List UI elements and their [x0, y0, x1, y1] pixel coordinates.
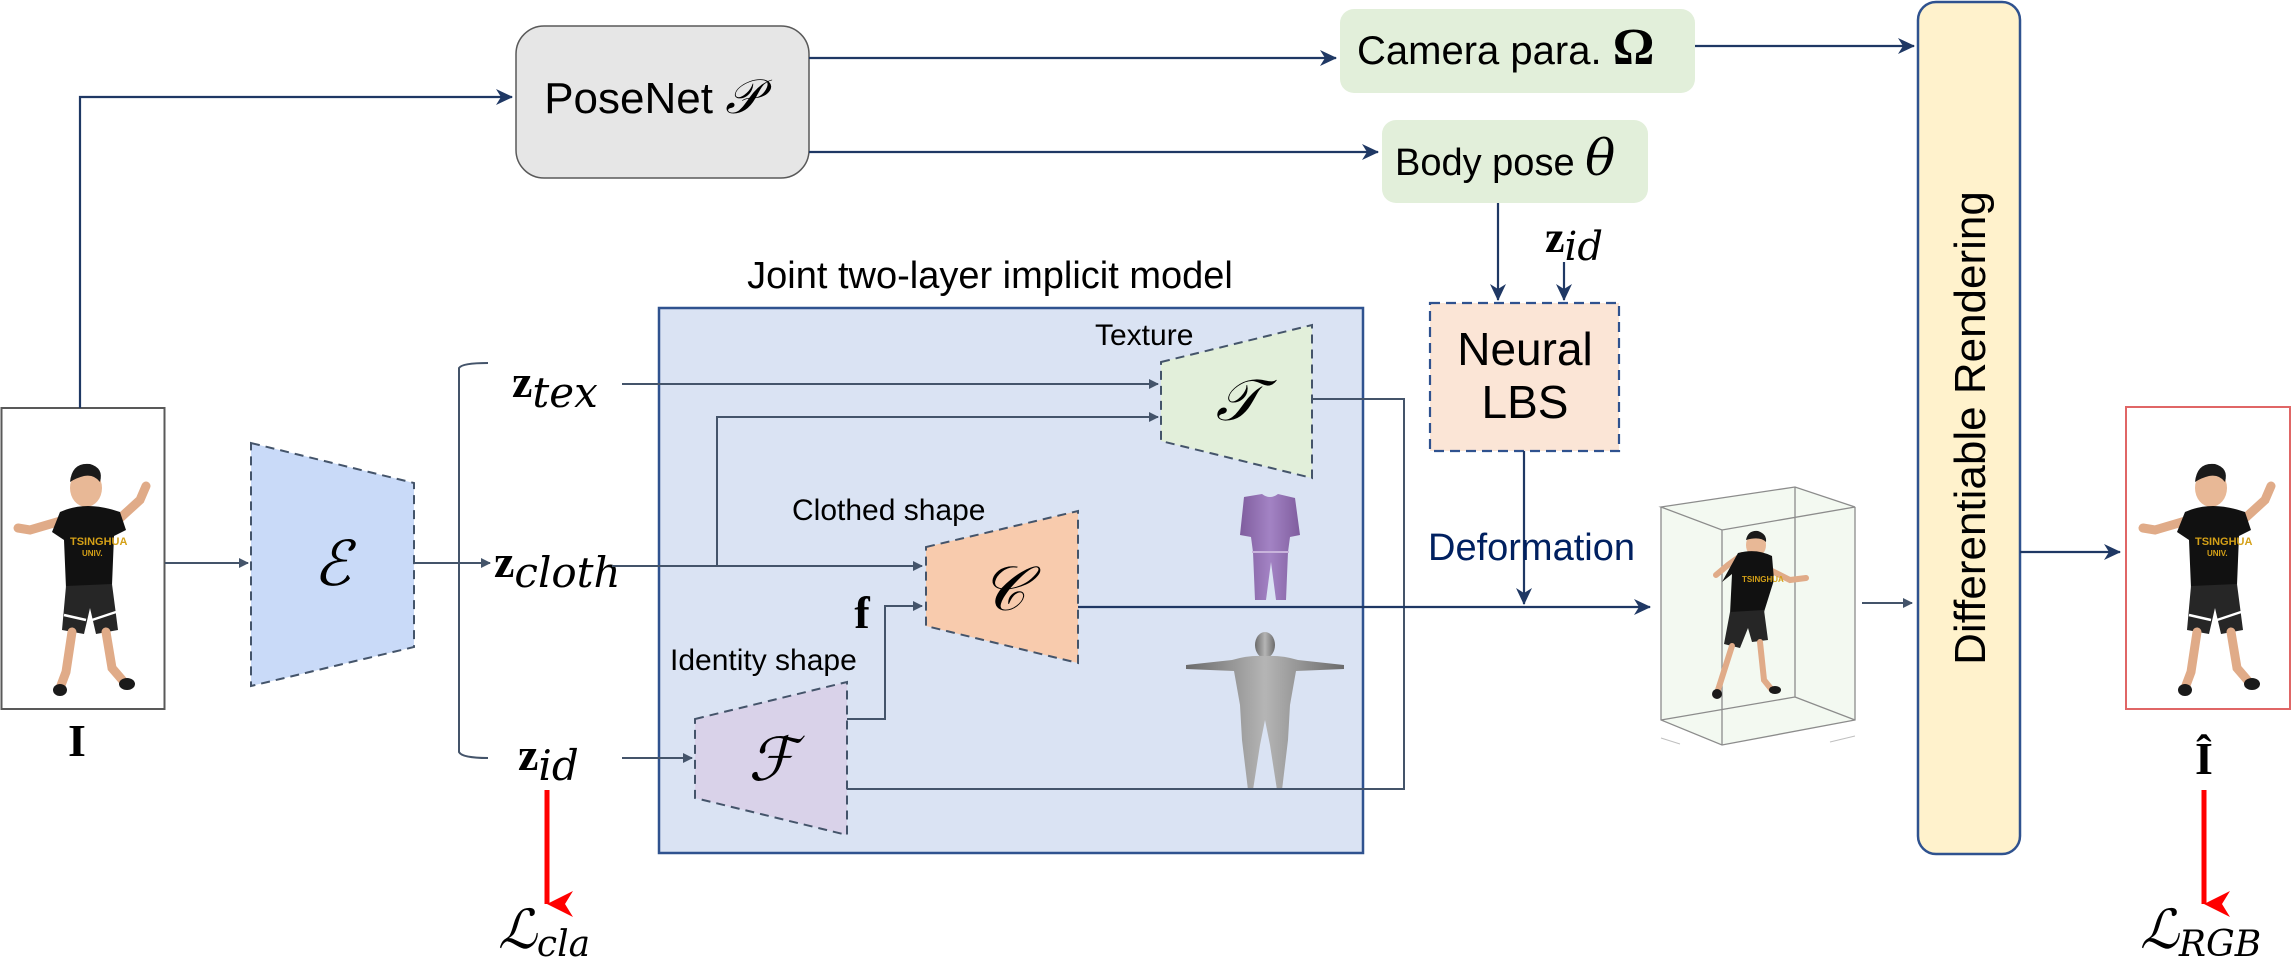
- renderer-label: Differentiable Rendering: [1946, 191, 1995, 665]
- zcloth-to-texture-arrow: [716, 412, 1159, 566]
- camera-params-block: Camera para. Ω: [1340, 9, 1695, 93]
- encoder-block: ℰ: [250, 441, 415, 688]
- svg-text:UNIV.: UNIV.: [82, 549, 103, 558]
- texture-network: Texture 𝒯: [1095, 319, 1313, 480]
- differentiable-rendering-block: Differentiable Rendering: [1916, 0, 2022, 856]
- svg-text:TSINGHUA: TSINGHUA: [1742, 575, 1784, 584]
- posenet-block: PoseNet 𝒫: [515, 25, 810, 179]
- output-image: TSINGHUA UNIV. Î: [2125, 406, 2291, 784]
- body-pose-block: Body pose θ: [1382, 120, 1648, 203]
- latent-bracket: [458, 362, 489, 759]
- lbs-zid-label: zid: [1545, 213, 1603, 270]
- feature-to-clothed-arrow: [847, 601, 923, 720]
- clothed-caption: Clothed shape: [792, 494, 985, 527]
- clothing-mesh-icon: [1240, 494, 1300, 600]
- svg-text:TSINGHUA: TSINGHUA: [2195, 536, 2253, 548]
- person-figure: TSINGHUA UNIV.: [13, 463, 151, 696]
- posenet-label: PoseNet 𝒫: [544, 69, 772, 125]
- feature-label: f: [854, 587, 870, 638]
- body-mesh-icon: [1186, 632, 1344, 790]
- theta-symbol: θ: [1585, 129, 1615, 187]
- camera-params-label: Camera para. Ω: [1357, 19, 1654, 76]
- texture-identity-merge-line: [847, 398, 1405, 790]
- deformation-label: Deformation: [1428, 527, 1635, 569]
- image-to-posenet-arrow: [78, 89, 513, 408]
- posed-3d-volume: TSINGHUA: [1658, 486, 1856, 746]
- identity-caption: Identity shape: [670, 644, 857, 677]
- identity-shape-network: Identity shape ℱ: [670, 644, 857, 837]
- rgb-loss-label: ℒRGB: [2140, 898, 2261, 961]
- zcloth-label: zcloth: [494, 536, 621, 597]
- encoder-symbol: ℰ: [313, 527, 356, 600]
- neural-lbs-line1: Neural: [1457, 323, 1593, 375]
- posed-person: TSINGHUA: [1712, 530, 1809, 699]
- classification-loss-label: ℒcla: [498, 898, 590, 961]
- clothed-shape-network: Clothed shape 𝒞: [792, 494, 1079, 665]
- input-image: TSINGHUA UNIV. I: [0, 407, 166, 766]
- svg-text:UNIV.: UNIV.: [2207, 549, 2228, 558]
- neural-lbs-line2: LBS: [1482, 376, 1569, 428]
- texture-caption: Texture: [1095, 319, 1193, 352]
- ztex-label: ztex: [512, 356, 598, 417]
- body-pose-label: Body pose θ: [1395, 129, 1615, 187]
- shirt-text: TSINGHUA: [70, 536, 128, 548]
- input-image-label: I: [68, 715, 86, 766]
- rendered-person-figure: TSINGHUA UNIV.: [2138, 463, 2276, 696]
- implicit-model-title: Joint two-layer implicit model: [747, 255, 1233, 297]
- output-image-label: Î: [2195, 733, 2213, 784]
- zid-label: zid: [518, 729, 579, 790]
- omega-symbol: Ω: [1613, 19, 1655, 76]
- neural-lbs-block: Neural LBS: [1428, 301, 1621, 453]
